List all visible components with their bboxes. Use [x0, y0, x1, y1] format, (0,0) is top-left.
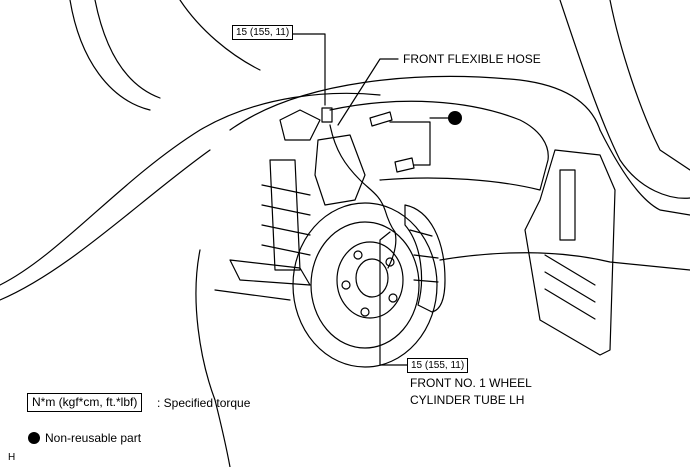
rocker-line: [439, 252, 690, 271]
mud-flap: [524, 149, 616, 356]
fender-lower-curve: [195, 249, 231, 467]
lower-arm: [229, 259, 311, 286]
inner-liner: [329, 100, 549, 191]
legend-non-reusable-text: Non-reusable part: [45, 431, 142, 445]
fender-outline: [0, 92, 381, 286]
knuckle: [314, 134, 366, 206]
wheel-cylinder-tube: [387, 231, 397, 269]
mud-flap-slot-1: [544, 254, 596, 286]
wheel-arch-upper: [229, 75, 601, 131]
hub-outer: [336, 241, 404, 319]
strut-spring: [261, 184, 311, 256]
lug-4: [360, 307, 370, 317]
bracket-clip-2: [394, 157, 415, 173]
lug-3: [388, 293, 398, 303]
non-reusable-marker-dot: [448, 111, 462, 125]
wheel-arch-side: [599, 129, 690, 216]
fender-inner-line: [0, 149, 211, 301]
caliper-detail: [409, 229, 439, 283]
lug-1: [353, 250, 363, 260]
hood-line-2: [94, 0, 161, 99]
mud-flap-post: [559, 169, 576, 241]
lug-5: [341, 280, 351, 290]
hood-line: [69, 0, 151, 111]
leader-torque-top: [282, 33, 326, 106]
hub-inner: [355, 258, 389, 298]
front-flexible-hose-label: FRONT FLEXIBLE HOSE: [403, 52, 541, 66]
hose-bolt: [321, 107, 333, 123]
brake-caliper: [404, 204, 446, 313]
body-top-line: [179, 0, 261, 71]
legend-non-reusable-dot: [28, 432, 40, 444]
torque-spec-top: 15 (155, 11): [232, 25, 294, 40]
bracket-clip-1: [369, 111, 393, 127]
wheel-cylinder-tube-label-line2: CYLINDER TUBE LH: [410, 393, 525, 407]
corner-mark: H: [8, 452, 16, 463]
brake-disc-inner: [310, 221, 420, 349]
leader-flex-hose: [337, 58, 399, 126]
brake-disc-outer: [292, 202, 438, 368]
legend-torque-unit-box: N*m (kgf*cm, ft.*lbf): [27, 393, 143, 412]
mud-flap-slot-3: [544, 288, 596, 320]
leader-torque-bottom: [379, 231, 408, 366]
torque-spec-bottom: 15 (155, 11): [407, 358, 469, 373]
strut-top: [279, 109, 321, 141]
flexible-hose: [329, 124, 396, 233]
lower-arm-2: [214, 289, 291, 301]
legend-torque-desc: : Specified torque: [157, 396, 251, 410]
strut-body: [269, 159, 301, 271]
leader-clips: [389, 121, 431, 166]
body-rear-line: [559, 0, 690, 199]
body-rear-line-2: [609, 0, 690, 171]
mud-flap-slot-2: [544, 271, 596, 303]
wheel-cylinder-tube-label-line1: FRONT NO. 1 WHEEL: [410, 376, 532, 390]
lug-2: [385, 257, 395, 267]
